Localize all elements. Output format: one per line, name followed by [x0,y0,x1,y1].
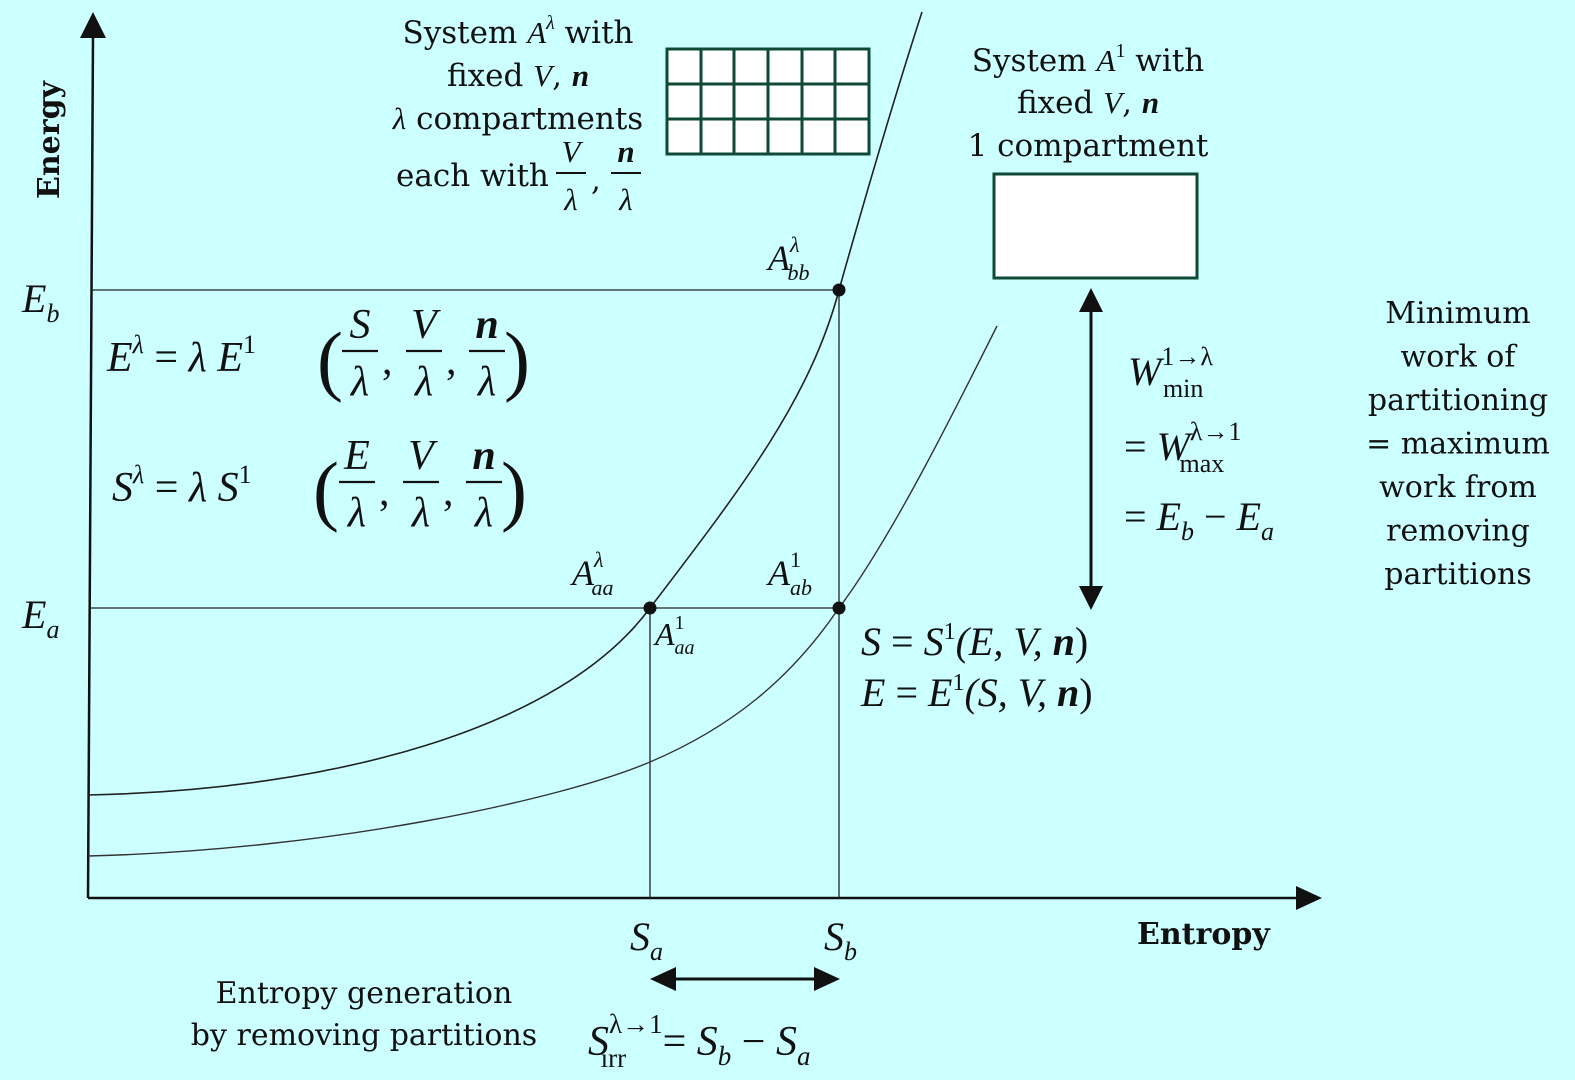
svg-text:= Eb − Ea: = Eb − Ea [1124,494,1274,546]
svg-text:,: , [443,469,454,515]
svg-text:S: S [350,302,371,348]
fundamental-relations: S = S1(E, V, n) E = E1(S, V, n) [860,619,1093,715]
svg-text:V: V [408,433,438,479]
min-work-note-line: partitioning [1368,383,1548,418]
svg-text:E: E [343,433,370,479]
svg-text:(: ( [317,316,343,403]
tick-Eb: Eb [21,276,59,328]
y-axis [86,34,95,899]
single-compartment-box [992,172,1199,280]
svg-text:System Aλ with: System Aλ with [402,12,633,51]
y-axis-arrowhead [80,12,106,38]
svg-text:λ: λ [618,182,632,217]
entropy-note-line: by removing partitions [191,1018,537,1053]
x-axis-arrowhead [1296,886,1322,910]
svg-text:E = E1(S, V, n): E = E1(S, V, n) [860,670,1093,715]
svg-text:1 compartment: 1 compartment [968,128,1209,164]
svg-text:,: , [379,469,390,515]
entropy-note-line: Entropy generation [216,976,513,1011]
system-lambda-each-with: each with V λ , n λ [396,134,641,217]
svg-text:,: , [591,162,601,198]
min-work-note-line: work of [1401,340,1518,375]
entropy-generation-note: Entropy generation by removing partitions [191,976,537,1053]
tick-Ea: Ea [21,592,59,644]
svg-text:,: , [382,338,393,384]
svg-text:fixed V, n: fixed V, n [1017,85,1159,121]
min-work-note-line: work from [1379,470,1537,505]
svg-text:λ: λ [410,490,430,536]
svg-text:each with: each with [396,158,549,194]
svg-text:λ compartments: λ compartments [392,101,643,137]
curve-lambda [87,11,923,796]
svg-text:Eλ = λ E1: Eλ = λ E1 [106,330,256,381]
point-A-bb [832,283,846,297]
min-work-note-line: removing [1386,514,1530,549]
svg-text:λ: λ [476,359,496,405]
equation-E-lambda: Eλ = λ E1 ( S λ , V λ , n λ ) [106,302,530,405]
svg-text:λ: λ [349,359,369,405]
curve-one [87,325,998,857]
min-work-note-line: Minimum [1385,296,1530,331]
svg-text:λ: λ [563,182,577,217]
min-work-note-line: = maximum [1366,427,1550,462]
svg-text:λ: λ [473,490,493,536]
x-axis-label: Entropy [1137,917,1271,952]
min-work-note: Minimum work of partitioning = maximum work … [1366,296,1550,592]
point-A-ab [832,601,846,615]
svg-text:System A1 with: System A1 with [972,40,1204,79]
svg-text:S = S1(E, V, n): S = S1(E, V, n) [861,619,1088,664]
equation-S-lambda: Sλ = λ S1 ( E λ , V λ , n λ ) [112,433,527,536]
svg-text:Sλ = λ S1: Sλ = λ S1 [112,460,252,511]
svg-text:,: , [446,338,457,384]
entropy-arrow [650,967,840,991]
svg-text:fixed V, n: fixed V, n [447,58,589,94]
svg-text:n: n [617,134,634,169]
svg-text:V: V [411,302,441,348]
point-A-aa [643,601,657,615]
svg-text:λ: λ [413,359,433,405]
work-arrow [1079,288,1103,610]
compartment-grid [665,47,871,156]
svg-text:): ) [501,446,527,533]
svg-text:): ) [504,316,530,403]
svg-text:n: n [475,302,498,348]
svg-text:λ: λ [346,490,366,536]
svg-text:(: ( [313,446,339,533]
y-axis-label: Energy [32,79,67,199]
system-lambda-description: System Aλ with fixed V, n λ compartments [392,12,643,137]
min-work-note-line: partitions [1384,557,1532,592]
svg-text:V: V [562,134,584,169]
system-one-description: System A1 with fixed V, n 1 compartment [968,40,1209,164]
tick-Sb: Sb [824,914,857,966]
svg-text:n: n [472,433,495,479]
tick-Sa: Sa [630,914,663,966]
